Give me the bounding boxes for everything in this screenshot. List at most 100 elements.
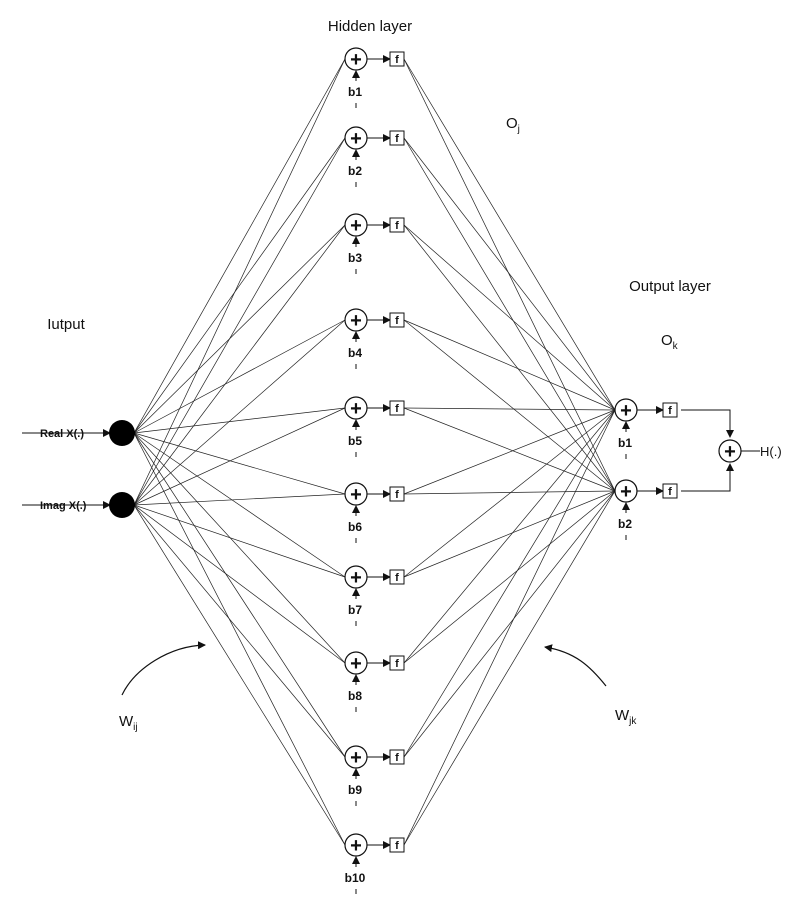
hidden-nodes: +fb1+fb2+fb3+fb4+fb5+fb6+fb7+fb8+fb9+fb1…: [344, 47, 405, 894]
hidden-node-5-summation-symbol: +: [350, 398, 362, 420]
hidden-node-7-activation-symbol: f: [395, 572, 399, 584]
hidden-node-3: +fb3: [344, 213, 405, 274]
edge-input-1-hidden-8: [133, 432, 346, 664]
output-symbol-main: O: [661, 332, 673, 349]
edge-hidden-10-output-1: [403, 409, 616, 846]
edge-hidden-4-output-2: [403, 319, 616, 492]
edge-input-2-hidden-9: [133, 504, 346, 758]
edge-input-2-hidden-7: [133, 504, 346, 578]
hidden-node-6-activation-symbol: f: [395, 489, 399, 501]
hidden-node-4-activation-symbol: f: [395, 315, 399, 327]
edge-input-1-hidden-1: [133, 58, 346, 434]
hidden-node-7-bias-label: b7: [348, 603, 362, 617]
edge-hidden-7-output-1: [403, 409, 616, 578]
edge-input-2-hidden-5: [133, 407, 346, 506]
input-weight-symbol-main: W: [119, 713, 134, 730]
hidden-node-3-activation-symbol: f: [395, 220, 399, 232]
hidden-node-8-bias-label: b8: [348, 689, 362, 703]
hidden-node-2-summation-symbol: +: [350, 128, 362, 150]
edge-input-1-hidden-4: [133, 319, 346, 434]
edge-hidden-8-output-1: [403, 409, 616, 664]
hidden-node-3-bias-label: b3: [348, 251, 362, 265]
edge-input-2-hidden-4: [133, 319, 346, 506]
hidden-node-9-activation-box: [389, 749, 405, 765]
hidden-node-6-bias-label: b6: [348, 520, 362, 534]
input-real: Real X(.): [22, 428, 111, 440]
output-node-2: +fb2: [614, 479, 678, 540]
hidden-node-4-bias-label: b4: [348, 346, 362, 360]
edge-hidden-4-output-1: [403, 319, 616, 411]
edge-hidden-7-output-2: [403, 490, 616, 578]
hidden-node-1-bias-label: b1: [348, 85, 362, 99]
hidden-node-2-activation-symbol: f: [395, 133, 399, 145]
hidden-node-6-summation-symbol: +: [350, 484, 362, 506]
hidden-node-5-activation-box: [389, 400, 405, 416]
input-nodes: [109, 420, 135, 518]
output-weight-arrow: [544, 644, 607, 687]
input-hidden-connections: [133, 58, 346, 846]
hidden-node-5-activation-symbol: f: [395, 403, 399, 415]
hidden-node-1: +fb1: [344, 47, 405, 108]
hidden-node-10-summation-symbol: +: [350, 835, 362, 857]
hidden-node-8-summation-symbol: +: [350, 653, 362, 675]
hidden-node-10-activation-box: [389, 837, 405, 853]
hidden-node-2-activation-box: [389, 130, 405, 146]
hidden-output-symbol-main: O: [506, 115, 518, 132]
hidden-node-2: + f b2: [344, 126, 405, 187]
hidden-node-9-activation-symbol: f: [395, 752, 399, 764]
edge-input-2-hidden-10: [133, 504, 346, 846]
hidden-node-10-activation-symbol: f: [395, 840, 399, 852]
hidden-node-8-activation-box: [389, 655, 405, 671]
output-signal-label: H(.): [760, 444, 782, 459]
edge-hidden-1-output-1: [403, 58, 616, 411]
hidden-node-6-activation-box: [389, 486, 405, 502]
output-nodes: +fb1+fb2: [614, 398, 678, 540]
edge-hidden-9-output-2: [403, 490, 616, 758]
output-node-2-summation-symbol: +: [620, 481, 632, 503]
hidden-node-4-activation-box: [389, 312, 405, 328]
edge-hidden-6-output-2: [403, 490, 616, 495]
output-node-2-activation-box: [662, 483, 678, 499]
edge-input-2-hidden-6: [133, 493, 346, 506]
output-symbol-sub: k: [673, 341, 679, 352]
input-imag-label: Imag X(.): [40, 500, 87, 512]
input-imag: Imag X(.): [22, 500, 111, 512]
hidden-node-6: + f b6: [344, 482, 405, 543]
edge-hidden-1-output-2: [403, 58, 616, 492]
output-layer-title: Output layer: [629, 278, 711, 295]
edge-input-1-hidden-9: [133, 432, 346, 758]
hidden-node-10-bias-label: b10: [345, 871, 366, 885]
input-weight-arrow: [121, 641, 206, 696]
edge-hidden-2-output-1: [403, 137, 616, 411]
hidden-node-1-activation-box: [389, 51, 405, 67]
hidden-node-2-bias-label: b2: [348, 164, 362, 178]
output-node-2-bias-label: b2: [618, 517, 632, 531]
input-weight-symbol: Wij: [119, 713, 138, 733]
edge-input-1-hidden-2: [133, 137, 346, 434]
input-weight-symbol-sub: ij: [133, 722, 137, 733]
hidden-output-symbol-sub: j: [517, 124, 520, 135]
edge-input-1-hidden-10: [133, 432, 346, 846]
edge-input-2-hidden-8: [133, 504, 346, 664]
edge-input-1-hidden-5: [133, 407, 346, 434]
hidden-node-10: + f b10: [344, 833, 405, 894]
output-weight-symbol-main: W: [615, 707, 630, 724]
final-summation: + H(.): [681, 409, 782, 492]
output-symbol: Ok: [661, 332, 679, 352]
hidden-node-9-bias-label: b9: [348, 783, 362, 797]
edge-hidden-5-output-1: [403, 407, 616, 411]
hidden-node-8-activation-symbol: f: [395, 658, 399, 670]
edge-hidden-5-output-2: [403, 407, 616, 492]
edge-hidden-8-output-2: [403, 490, 616, 664]
output-weight-symbol: Wjk: [615, 707, 637, 727]
edge-input-1-hidden-7: [133, 432, 346, 578]
edge-hidden-2-output-2: [403, 137, 616, 492]
hidden-node-7: +fb7: [344, 565, 405, 626]
hidden-node-9-summation-symbol: +: [350, 747, 362, 769]
edge-hidden-9-output-1: [403, 409, 616, 758]
hidden-node-9: + f b9: [344, 745, 405, 806]
hidden-node-7-activation-box: [389, 569, 405, 585]
hidden-node-5-bias-label: b5: [348, 434, 362, 448]
edge-input-2-hidden-2: [133, 137, 346, 506]
output-node-1-bias-label: b1: [618, 436, 632, 450]
